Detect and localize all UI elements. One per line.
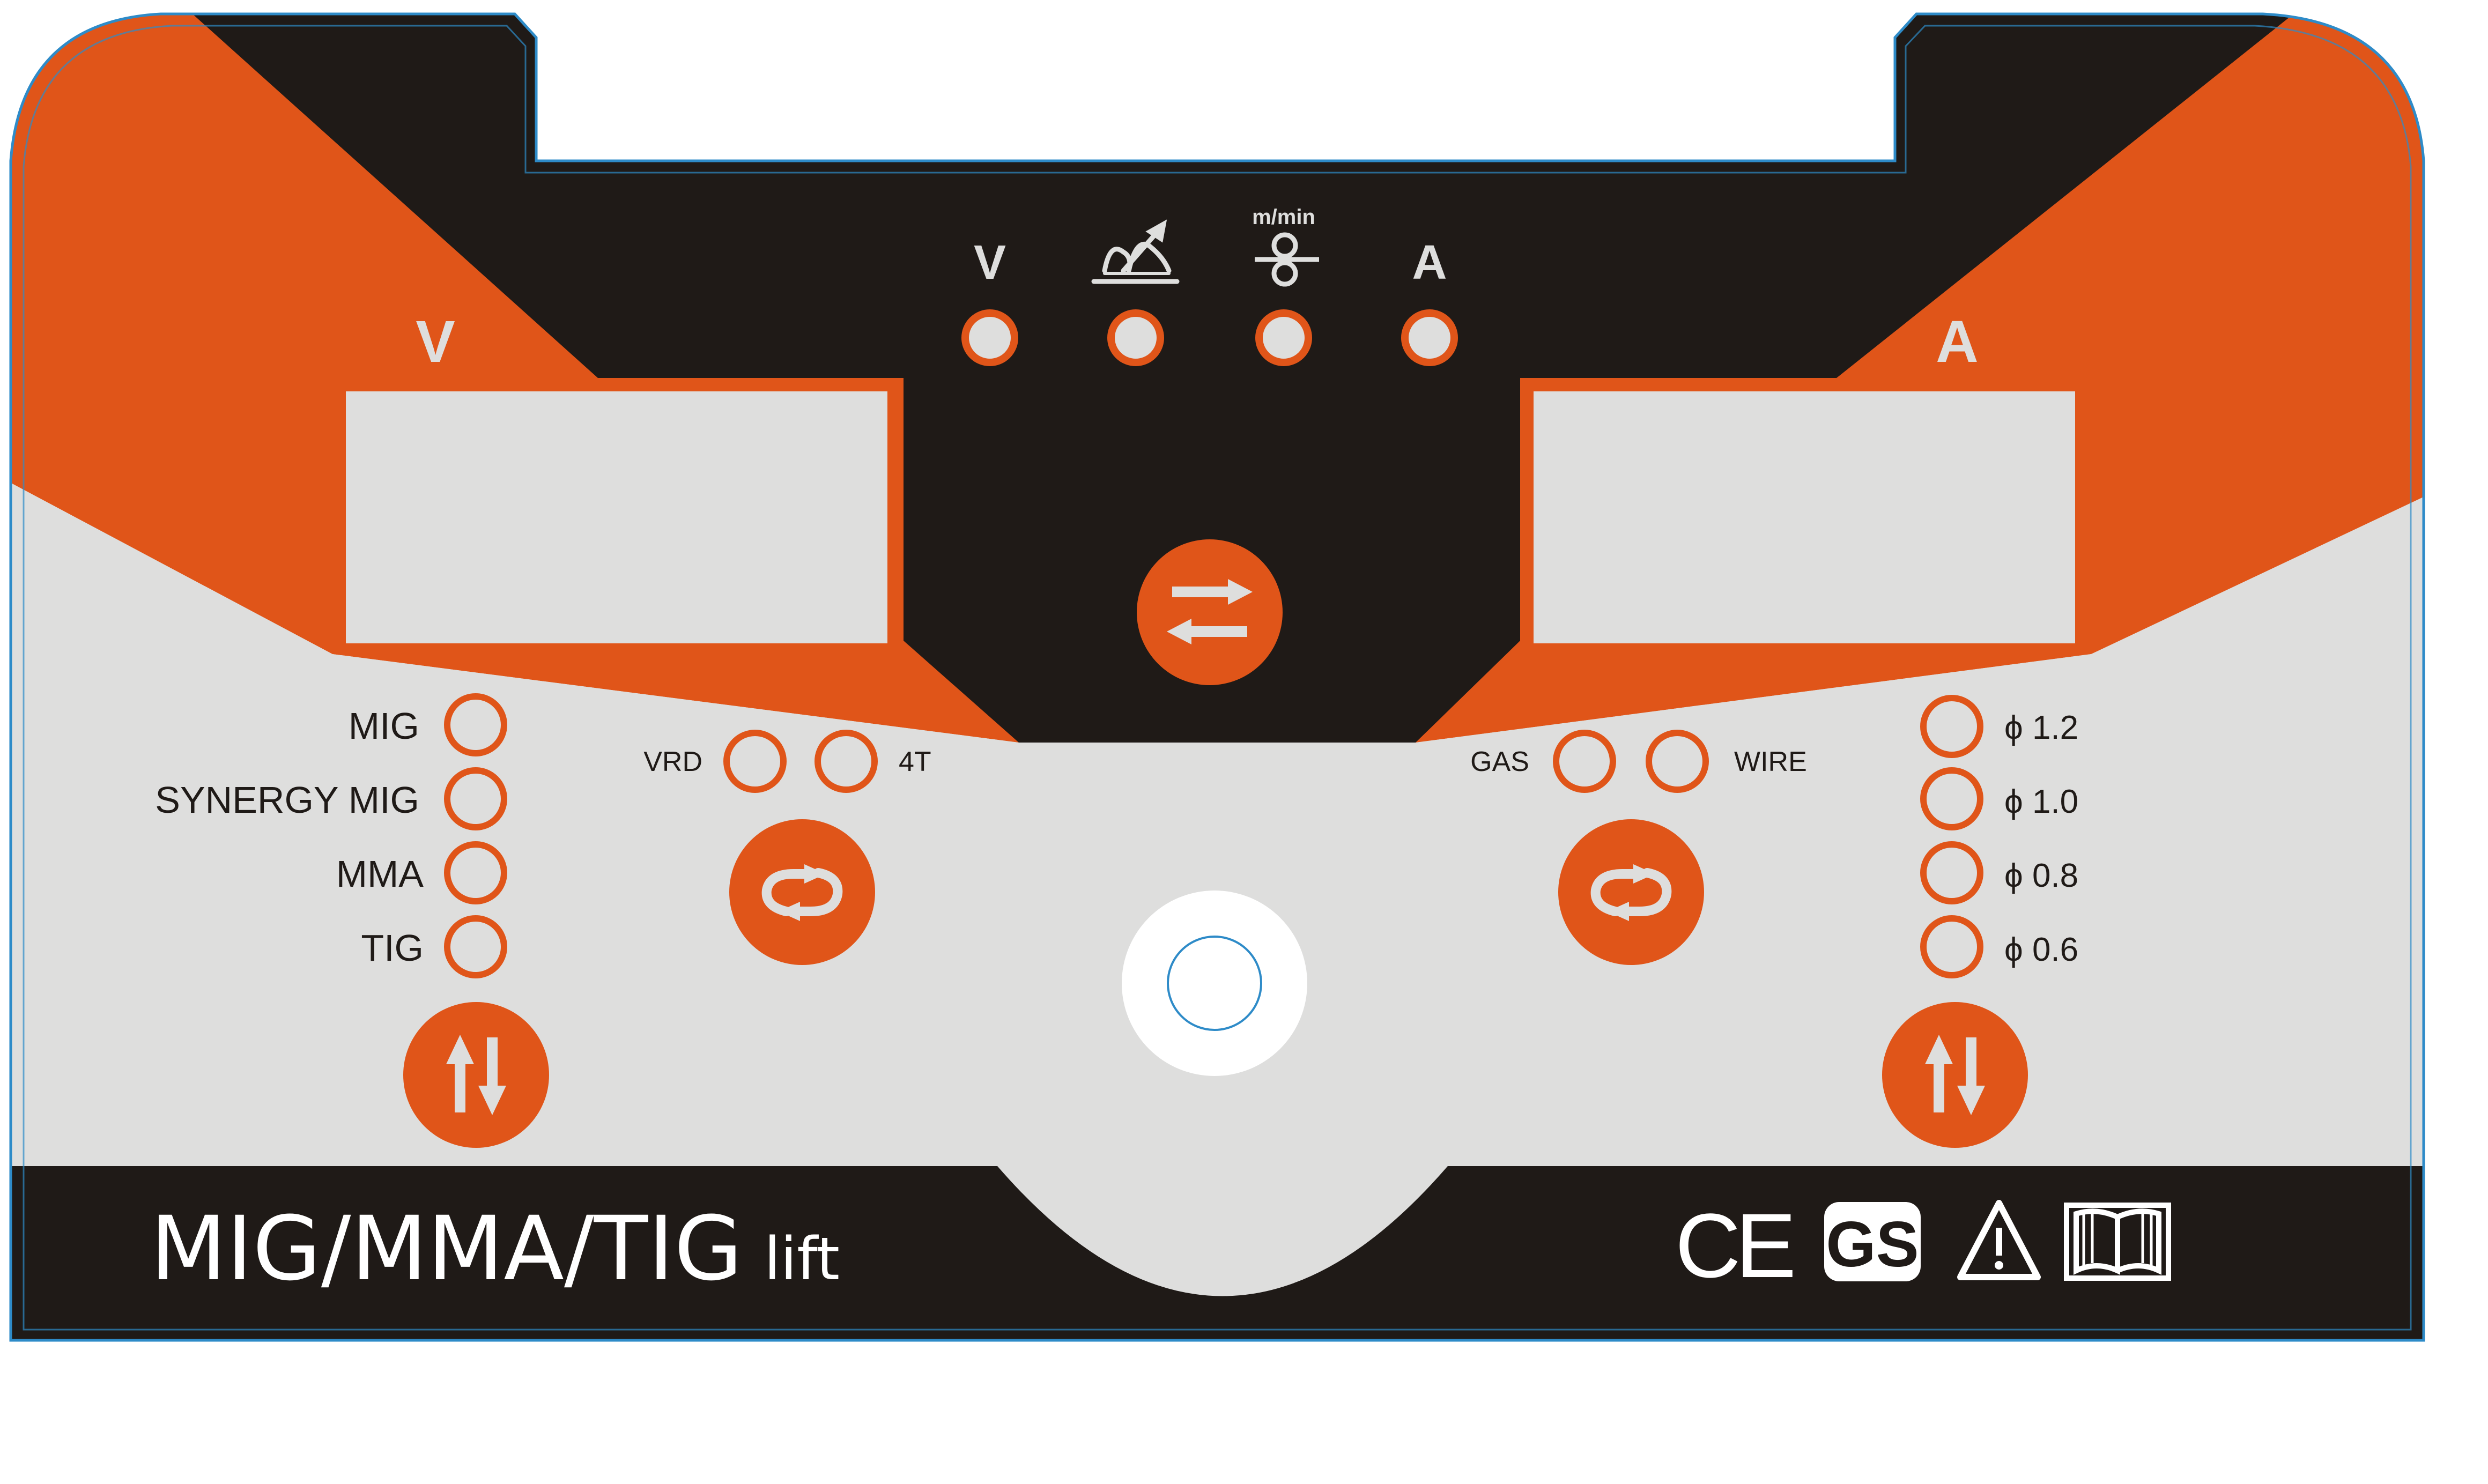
model-title-lift: lift [764,1225,840,1293]
wire-speed-unit-label: m/min [1252,205,1315,229]
wire-inch-label: WIRE [1734,746,1807,777]
gas-check-led [1553,730,1616,793]
mode-led-mig [444,693,507,756]
adjust-knob[interactable] [1122,891,1307,1076]
swap-button[interactable] [1137,539,1283,685]
vrd-label: VRD [643,746,702,777]
voltage-indicator-led [961,309,1018,366]
mode-led-mma [444,841,507,904]
model-title-main: MIG/MMA/TIG [150,1197,743,1300]
options-right: GAS WIRE [1470,730,1807,793]
wire-inch-led [1646,730,1709,793]
diameter-label-1-0: ϕ 1.0 [2004,783,2078,820]
diameter-label-0-6: ϕ 0.6 [2004,931,2078,968]
swap-arrows-icon [1167,579,1253,644]
ce-mark: CE [1675,1195,1793,1297]
diameter-led-1-2 [1920,695,1983,758]
mode-led-tig [444,915,507,978]
up-down-arrows-icon [1925,1035,1985,1115]
gs-mark-text: GS [1826,1208,1919,1280]
options-left: VRD 4T [643,730,931,793]
trigger-4t-label: 4T [899,746,931,777]
model-title: MIG/MMA/TIG lift [150,1197,840,1300]
cycle-button-left[interactable] [729,819,875,965]
current-indicator-led [1401,309,1458,366]
mode-label-synergy-mig: SYNERGY MIG [155,779,419,821]
wire-feed-icon [1255,232,1319,287]
arc-inductance-icon [1091,219,1180,284]
diameter-led-0-8 [1920,841,1983,904]
top-indicators: V A m/min [961,205,1458,366]
up-down-arrows-icon [446,1035,506,1115]
manual-book-icon [2064,1203,2171,1281]
process-mode-selector: MIG SYNERGY MIG MMA TIG [155,693,507,978]
cycle-button-right[interactable] [1558,819,1704,965]
wire-diameter-selector: ϕ 1.2 ϕ 1.0 ϕ 0.8 ϕ 0.6 [1920,695,2078,978]
cycle-arrows-icon [761,864,843,921]
panel-inner-outline [23,25,2412,1331]
voltage-display [346,391,887,643]
mode-led-synergy-mig [444,767,507,830]
mode-label-tig: TIG [361,927,424,969]
mode-label-mma: MMA [336,853,424,895]
current-display [1534,391,2075,643]
voltage-indicator-label: V [974,236,1006,290]
mode-select-button[interactable] [403,1002,549,1148]
trigger-4t-led [814,730,878,793]
panel-outline [9,12,2425,1342]
vrd-led [723,730,787,793]
inductance-indicator-led [1107,309,1164,366]
certification-marks: CE GS [1675,1195,2171,1297]
diameter-label-1-2: ϕ 1.2 [2004,709,2078,746]
diameter-select-button[interactable] [1882,1002,2028,1148]
wire-speed-indicator-led [1255,309,1312,366]
current-indicator-label: A [1412,236,1447,290]
diameter-led-0-6 [1920,915,1983,978]
voltage-display-label: V [416,309,455,375]
diameter-led-1-0 [1920,767,1983,830]
gas-check-label: GAS [1470,746,1529,777]
warning-icon [1957,1200,2041,1280]
mode-label-mig: MIG [349,705,419,747]
current-display-label: A [1936,309,1978,375]
diameter-label-0-8: ϕ 0.8 [2004,857,2078,894]
gs-mark-icon: GS [1824,1202,1921,1281]
cycle-arrows-icon [1590,864,1672,921]
